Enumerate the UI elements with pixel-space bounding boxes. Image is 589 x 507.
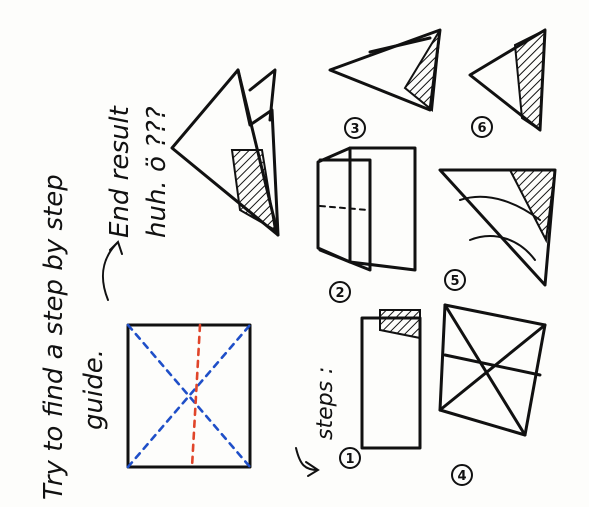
svg-text:2: 2 [335,286,344,301]
end-result-line-2: huh. ö ??? [142,106,172,238]
end-result-line-1: End result [105,105,135,238]
square-fold-guide [126,323,252,469]
step-1-figure [360,309,422,450]
svg-text:6: 6 [477,121,486,136]
step-4-figure [438,303,547,437]
step-number-1: 1 [339,447,361,469]
step-number-2: 2 [329,281,351,303]
end-result-figure [170,68,280,237]
step-number-3: 3 [344,117,366,139]
arrow-to-result [101,240,123,301]
steps-label: steps : [313,367,338,440]
title-line-1: Try to find a step by step [39,174,69,500]
step-2-figure [316,146,417,272]
step-number-6: 6 [471,116,493,138]
step-6-figure [468,28,547,132]
step-number-4: 4 [451,464,473,486]
step-3-figure [328,28,442,112]
svg-text:3: 3 [350,122,359,137]
svg-text:4: 4 [457,469,466,484]
svg-text:1: 1 [345,452,354,467]
title-line-2: guide. [79,349,109,430]
svg-text:5: 5 [450,274,459,289]
arrow-to-steps [295,447,320,477]
step-number-5: 5 [444,269,466,291]
step-5-figure [438,168,557,287]
